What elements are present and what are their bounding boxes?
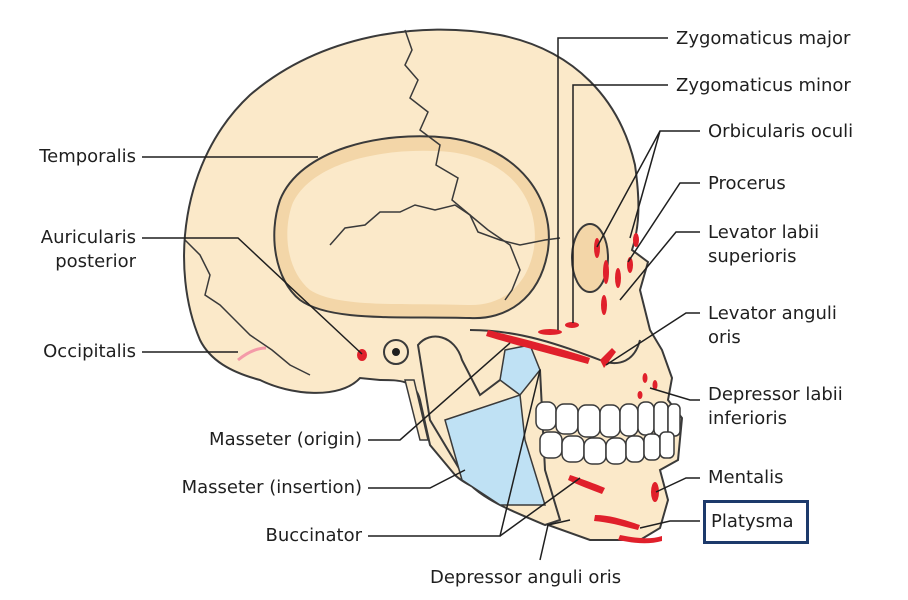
leader-lines: [142, 37, 700, 561]
label-masseter-insertion: Masseter (insertion): [181, 477, 362, 498]
zygomatic-arch: [469, 329, 641, 365]
upper-teeth: [535, 401, 681, 438]
coronal-suture: [404, 29, 561, 246]
temporal-fossa-inner: [287, 150, 535, 306]
label-zygomaticus-major: Zygomaticus major: [676, 28, 851, 49]
squamous-suture: [329, 204, 521, 301]
label-depressor-anguli-oris: Depressor anguli oris: [430, 567, 622, 588]
muscle-attachments: [357, 233, 662, 544]
label-temporalis: Temporalis: [39, 146, 136, 167]
ear-canal-dot: [392, 348, 400, 356]
label-auricularis-posterior: Auricularis posterior: [40, 227, 136, 272]
lower-teeth: [539, 431, 675, 465]
occipitalis-attachment: [237, 346, 267, 362]
label-buccinator: Buccinator: [265, 525, 362, 546]
platysma-highlight-box: [703, 500, 809, 544]
orbit: [571, 223, 609, 293]
label-masseter-origin: Masseter (origin): [209, 429, 362, 450]
styloid-process: [404, 379, 429, 441]
label-platysma: Platysma: [711, 511, 794, 532]
label-mentalis: Mentalis: [708, 467, 784, 488]
label-orbicularis-oculi: Orbicularis oculi: [708, 121, 854, 142]
label-occipitalis: Occipitalis: [43, 341, 136, 362]
label-depressor-labii-inferioris: Depressor labii inferioris: [708, 384, 843, 429]
label-procerus: Procerus: [708, 173, 786, 194]
label-zygomaticus-minor: Zygomaticus minor: [676, 75, 851, 96]
label-levator-anguli-oris: Levator anguli oris: [708, 303, 837, 348]
label-levator-labii-superioris: Levator labii superioris: [708, 222, 820, 267]
lambdoid-suture: [184, 239, 311, 376]
